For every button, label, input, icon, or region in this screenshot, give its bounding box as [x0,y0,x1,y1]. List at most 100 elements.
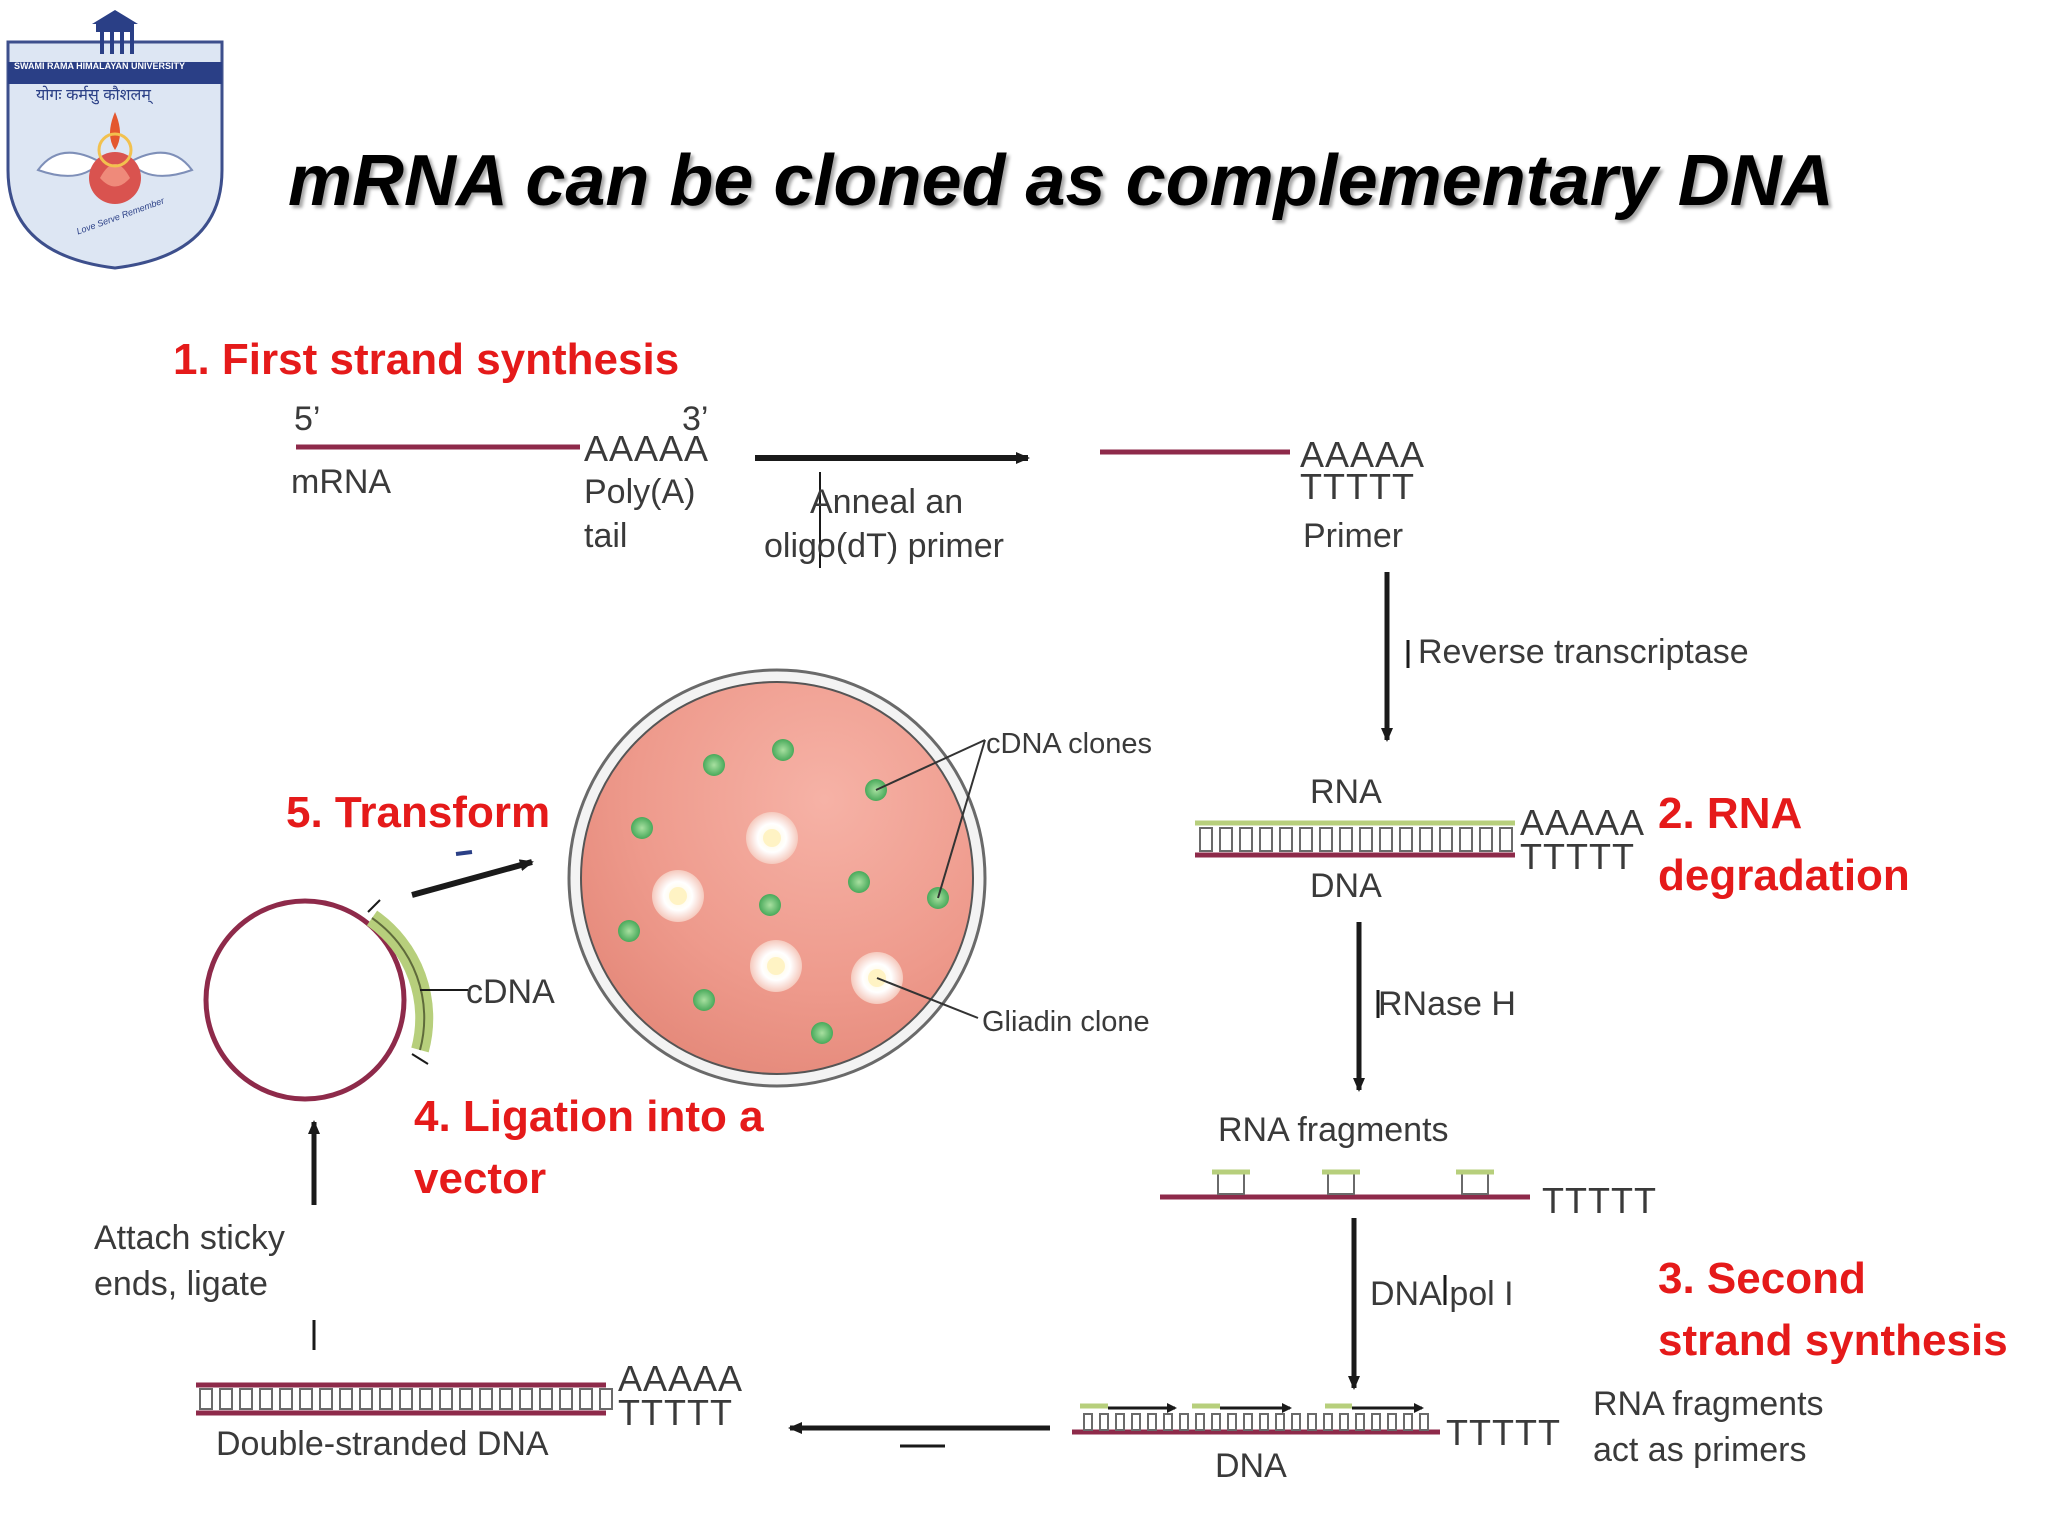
cdna-colony [631,817,653,839]
cdna-colony [759,894,781,916]
primer-oligo-dt: TTTTT [1300,466,1415,507]
step-3-label-line2: strand synthesis [1658,1316,2008,1365]
base-pair-rung [339,1388,353,1410]
base-pair-rung [479,1388,493,1410]
base-pair-rung [199,1388,213,1410]
base-pair-rung [1219,827,1233,852]
polya-sequence: AAAAA [584,428,710,469]
base-pair-rung [1419,827,1433,852]
base-pair-rung [559,1388,573,1410]
base-pair-rung [1439,827,1453,852]
step-1-label: 1. First strand synthesis [173,335,680,384]
base-pair-rung [279,1388,293,1410]
base-pair-rung [1115,1413,1125,1431]
cdna-colony [693,989,715,1011]
slide-title: mRNA can be cloned as complementary DNA [288,141,1834,221]
base-pair-rung [1387,1413,1397,1431]
base-pair-rung [1275,1413,1285,1431]
base-pair-rung [239,1388,253,1410]
second-strand-dna [1072,1403,1440,1435]
base-pair-rung [1243,1413,1253,1431]
gliadin-colony-center [767,957,785,975]
primer-label: Primer [1303,517,1404,555]
cdna-colony [618,920,640,942]
university-name: SWAMI RAMA HIMALAYAN UNIVERSITY [14,61,186,71]
base-pair-rung [359,1388,373,1410]
five-prime-label: 5’ [294,400,321,438]
base-pair-rung [219,1388,233,1410]
base-pair-rung [1399,827,1413,852]
ds-oligo-dt: TTTTT [618,1392,733,1433]
three-prime-label: 3’ [682,400,709,438]
plasmid-vector [203,898,468,1102]
polya-label-line1: Poly(A) [584,473,696,511]
cdna-clones-label: cDNA clones [986,728,1153,760]
base-pair-rung [259,1388,273,1410]
cdna-insert-label: cDNA [466,973,555,1011]
base-pair-rung [1083,1413,1093,1431]
sticky-ends-line2: ends, ligate [94,1265,268,1303]
base-pair-rung [459,1388,473,1410]
base-pair-rung [1099,1413,1109,1431]
primers-note-line2: act as primers [1593,1431,1807,1469]
step-4-label-line2: vector [414,1154,547,1203]
mrna-label: mRNA [291,463,392,501]
base-pair-rung [1291,1413,1301,1431]
base-pair-rung [1179,1413,1189,1431]
base-pair-rung [1459,827,1473,852]
base-pair-rung [599,1388,613,1410]
base-pair-rung [1307,1413,1317,1431]
dna-pol-label: DNA pol I [1370,1275,1514,1313]
base-pair-rung [1499,827,1513,852]
ds-polya: AAAAA [618,1358,744,1399]
base-pair-rung [1195,1413,1205,1431]
gliadin-clone-label: Gliadin clone [982,1006,1150,1038]
petri-plate [567,668,987,1088]
reverse-transcriptase-label: Reverse transcriptase [1418,633,1749,671]
hybrid-polya: AAAAA [1520,802,1646,843]
second-strand-dna-label: DNA [1215,1447,1287,1485]
fragments-oligo-dt: TTTTT [1542,1180,1657,1221]
primer-polya: AAAAA [1300,434,1426,475]
polya-label-line2: tail [584,517,628,555]
base-pair-rung [1323,1413,1333,1431]
rna-fragments-strand [1160,1169,1530,1200]
cdna-colony [848,871,870,893]
base-pair-rung [1259,1413,1269,1431]
base-pair-rung [1147,1413,1157,1431]
base-pair-rung [1279,827,1293,852]
hybrid-dna-label: DNA [1310,867,1382,905]
gliadin-colony-center [763,829,781,847]
base-pair-rung [299,1388,313,1410]
base-pair-rung [499,1388,513,1410]
base-pair-rung [1403,1413,1413,1431]
anneal-label-line1: Anneal an [810,483,964,521]
rnase-h-label: RNase H [1378,985,1516,1023]
base-pair-rung [399,1388,413,1410]
second-strand-oligo-dt: TTTTT [1446,1412,1561,1453]
base-pair-rung [1227,1413,1237,1431]
base-pair-rung [1419,1413,1429,1431]
gliadin-colony-center [669,887,687,905]
cdna-colony [772,739,794,761]
base-pair-rung [1379,827,1393,852]
base-pair-rung [1299,827,1313,852]
step-2-label-line2: degradation [1658,851,1910,900]
base-pair-rung [1339,1413,1349,1431]
base-pair-rung [1339,827,1353,852]
base-pair-rung [1163,1413,1173,1431]
sticky-ends-line1: Attach sticky [94,1219,285,1257]
step-3-label-line1: 3. Second [1658,1254,1866,1303]
anneal-label-line2: oligo(dT) primer [764,527,1004,565]
step-2-label-line1: 2. RNA [1658,789,1803,838]
base-pair-rung [1199,827,1213,852]
base-pair-rung [1239,827,1253,852]
base-pair-rung [1355,1413,1365,1431]
base-pair-rung [419,1388,433,1410]
rna-fragments-label: RNA fragments [1218,1111,1449,1149]
double-stranded-dna [196,1382,613,1416]
base-pair-rung [1371,1413,1381,1431]
